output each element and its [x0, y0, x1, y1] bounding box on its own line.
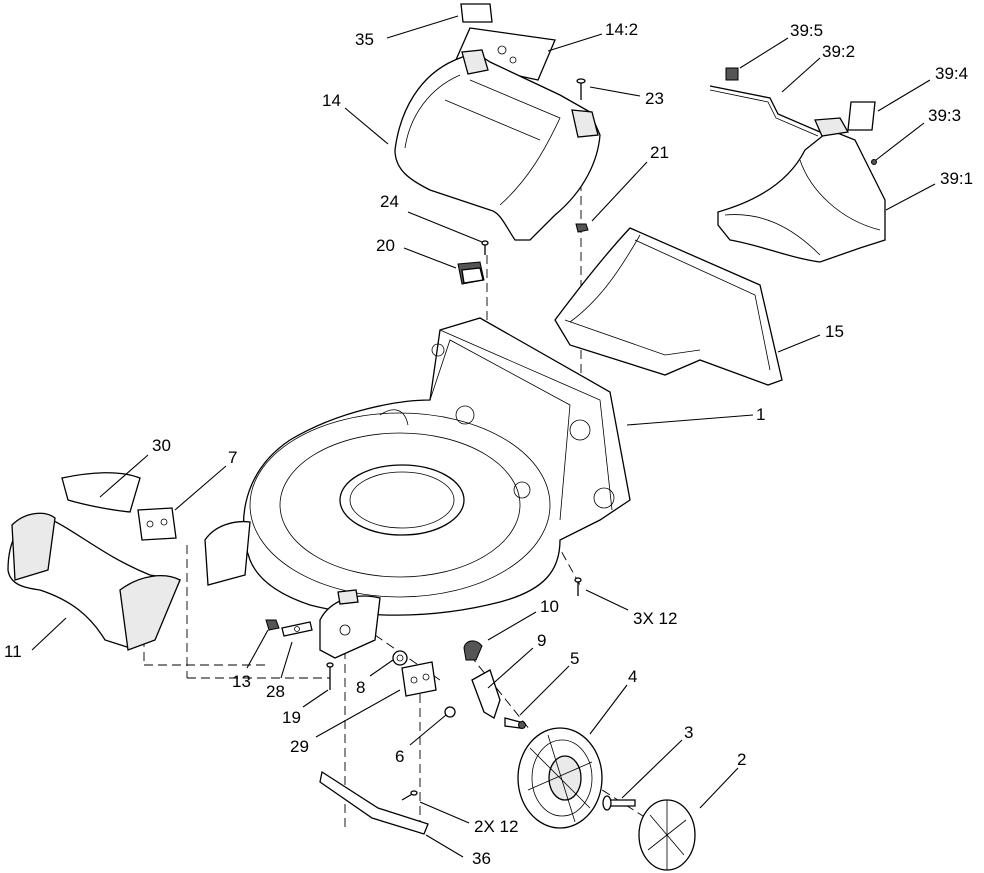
bolt-3 — [602, 795, 636, 811]
callout-10: 10 — [540, 597, 559, 616]
bumper-11 — [7, 512, 181, 651]
callout-29: 29 — [290, 737, 309, 756]
clip-39-5 — [725, 67, 739, 81]
callout-35: 35 — [355, 30, 374, 49]
callout-2x12: 2X 12 — [474, 817, 518, 836]
plate-7 — [137, 507, 177, 541]
washer-8 — [392, 650, 408, 666]
bolt-5 — [504, 717, 526, 729]
screw-2x12 — [401, 790, 418, 801]
callout-8: 8 — [356, 678, 365, 697]
callout-14-2: 14:2 — [605, 20, 638, 39]
support-bar-36 — [319, 770, 429, 835]
nut-21 — [575, 223, 589, 233]
callout-labels: 35 14:2 14 23 24 20 21 39:5 39:2 39:4 39… — [4, 20, 973, 868]
screw-24 — [481, 240, 489, 255]
leader-lines — [31, 15, 936, 858]
callout-23: 23 — [645, 89, 664, 108]
callout-39-3: 39:3 — [928, 106, 961, 125]
decal-35 — [460, 3, 493, 23]
screw-23 — [576, 78, 586, 100]
callout-36: 36 — [472, 849, 491, 868]
washer-6 — [444, 706, 456, 718]
flap-30 — [61, 472, 141, 513]
deflector-39-1 — [717, 117, 886, 263]
callout-4: 4 — [628, 667, 637, 686]
callout-39-5: 39:5 — [790, 21, 823, 40]
callout-39-4: 39:4 — [935, 64, 968, 83]
block-20 — [457, 261, 485, 285]
rod-39-2 — [709, 85, 821, 137]
nut-13 — [265, 619, 280, 631]
wheel-4 — [517, 727, 603, 829]
height-adjuster-left — [204, 520, 251, 586]
callout-14: 14 — [322, 91, 341, 110]
callout-39-1: 39:1 — [940, 169, 973, 188]
height-adjuster-right — [319, 589, 381, 659]
callout-6: 6 — [395, 747, 404, 766]
hubcap-2 — [638, 799, 696, 871]
callout-1: 1 — [756, 405, 765, 424]
callout-21: 21 — [650, 143, 669, 162]
callout-11: 11 — [4, 642, 22, 661]
chute-15 — [554, 227, 783, 386]
callout-7: 7 — [228, 448, 237, 467]
cap-10 — [463, 640, 483, 661]
callout-30: 30 — [152, 436, 171, 455]
bolt-28 — [281, 621, 313, 637]
deck-housing-1 — [242, 317, 631, 616]
callout-13: 13 — [232, 672, 251, 691]
callout-28: 28 — [266, 682, 285, 701]
callout-9: 9 — [537, 631, 546, 650]
callout-19: 19 — [282, 708, 301, 727]
callout-3x12: 3X 12 — [633, 609, 677, 628]
callout-2: 2 — [737, 750, 746, 769]
screw-3x12 — [574, 577, 582, 596]
screw-19 — [326, 662, 334, 690]
bracket-9 — [471, 669, 501, 719]
callout-20: 20 — [376, 236, 395, 255]
callout-5: 5 — [570, 649, 579, 668]
callout-24: 24 — [380, 192, 399, 211]
callout-15: 15 — [825, 322, 844, 341]
callout-3: 3 — [684, 723, 693, 742]
rear-cover-14 — [394, 49, 601, 241]
screw-39-3 — [871, 159, 877, 165]
callout-39-2: 39:2 — [822, 42, 855, 61]
plate-29 — [401, 661, 437, 697]
decal-39-4 — [847, 101, 876, 131]
